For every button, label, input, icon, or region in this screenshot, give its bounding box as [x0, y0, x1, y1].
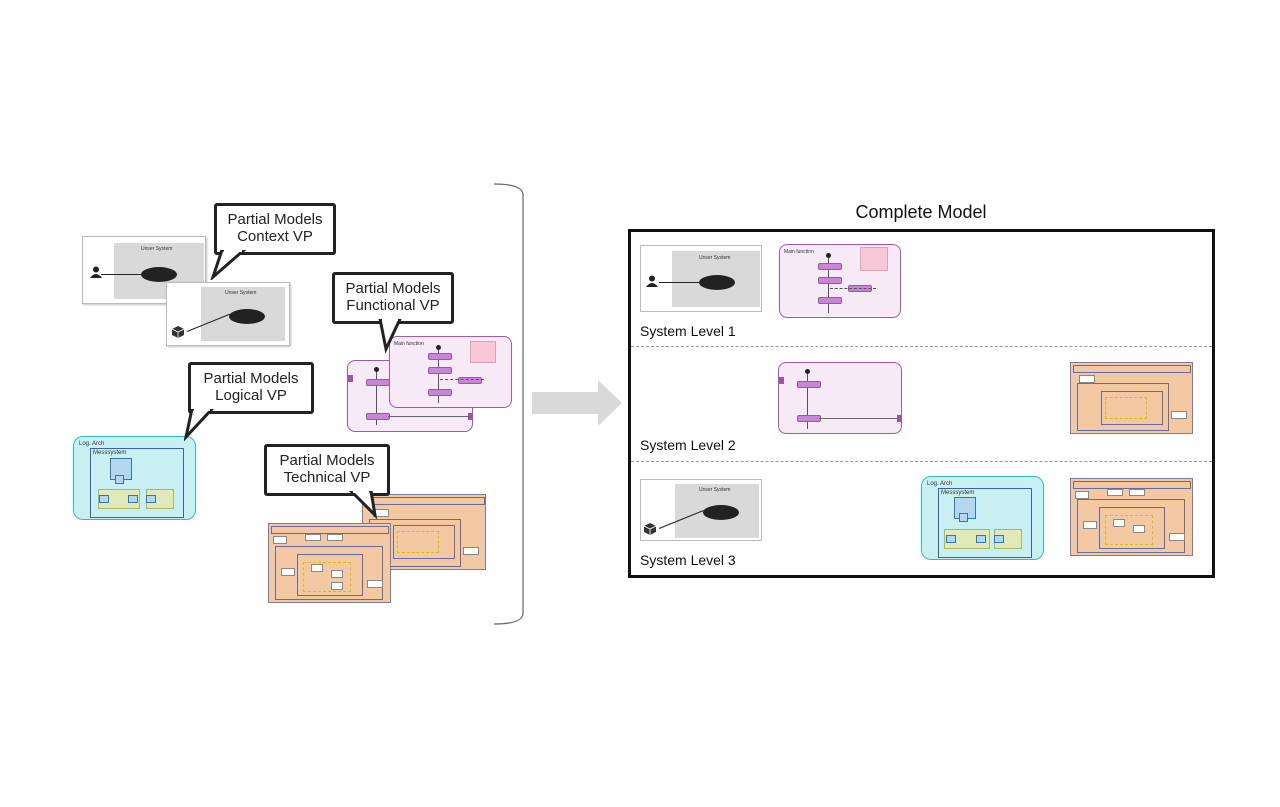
callout-technical-line2: Technical VP	[283, 469, 371, 486]
callout-technical-line1: Partial Models	[279, 452, 375, 469]
callout-technical-vp: Partial Models Technical VP	[264, 444, 390, 496]
callout-context-vp: Partial Models Context VP	[214, 203, 336, 255]
level-label-2: System Level 2	[640, 437, 736, 453]
callout-logical-vp: Partial Models Logical VP	[188, 362, 314, 414]
logical-thumbnail: Log. Arch Messsystem	[73, 436, 196, 520]
level1-user-icon	[646, 275, 658, 287]
callout-technical-tail	[348, 491, 378, 520]
logical-system-label: Messsystem	[93, 450, 127, 456]
context-system-title-2: Unser System	[225, 290, 257, 296]
context-thumbnail-2: Unser System	[166, 282, 290, 346]
callout-context-line1: Partial Models	[227, 211, 323, 228]
level3-logical-system-label: Messsystem	[941, 490, 975, 496]
logical-arch-label: Log. Arch	[79, 441, 105, 447]
level2-technical-model	[1070, 362, 1193, 434]
callout-logical-line1: Partial Models	[203, 370, 299, 387]
level-label-1: System Level 1	[640, 323, 736, 339]
level-divider-1	[631, 346, 1212, 347]
level3-system-title: Unser System	[699, 487, 731, 493]
context-system-title: Unser System	[141, 246, 173, 252]
callout-context-tail	[210, 250, 247, 280]
level-label-3: System Level 3	[640, 552, 736, 568]
user-icon	[90, 266, 102, 278]
level3-package-icon	[643, 523, 657, 535]
level3-context-model: Unser System	[640, 479, 762, 541]
callout-context-line2: Context VP	[237, 228, 313, 245]
level1-context-model: Unser System	[640, 245, 762, 312]
level3-logical-arch-label: Log. Arch	[927, 481, 953, 487]
callout-functional-line1: Partial Models	[345, 280, 441, 297]
grouping-bracket	[493, 183, 524, 625]
context-thumbnail-1: Unser System	[82, 236, 206, 304]
level3-technical-model	[1070, 478, 1193, 556]
package-icon	[171, 326, 185, 338]
callout-functional-line2: Functional VP	[346, 297, 440, 314]
callout-logical-line2: Logical VP	[215, 387, 287, 404]
complete-model-title: Complete Model	[855, 202, 987, 222]
functional-thumbnail-front: Main function	[389, 336, 512, 408]
level-divider-2	[631, 461, 1212, 462]
technical-thumbnail-front	[268, 523, 391, 603]
level1-functional-model: Main function	[779, 244, 901, 318]
level2-functional-model	[778, 362, 902, 434]
callout-functional-vp: Partial Models Functional VP	[332, 272, 454, 324]
transform-arrow	[532, 380, 622, 426]
level3-logical-model: Log. Arch Messsystem	[921, 476, 1044, 560]
callout-logical-tail	[184, 409, 215, 442]
callout-functional-tail	[378, 319, 402, 353]
level1-system-title: Unser System	[699, 255, 731, 261]
